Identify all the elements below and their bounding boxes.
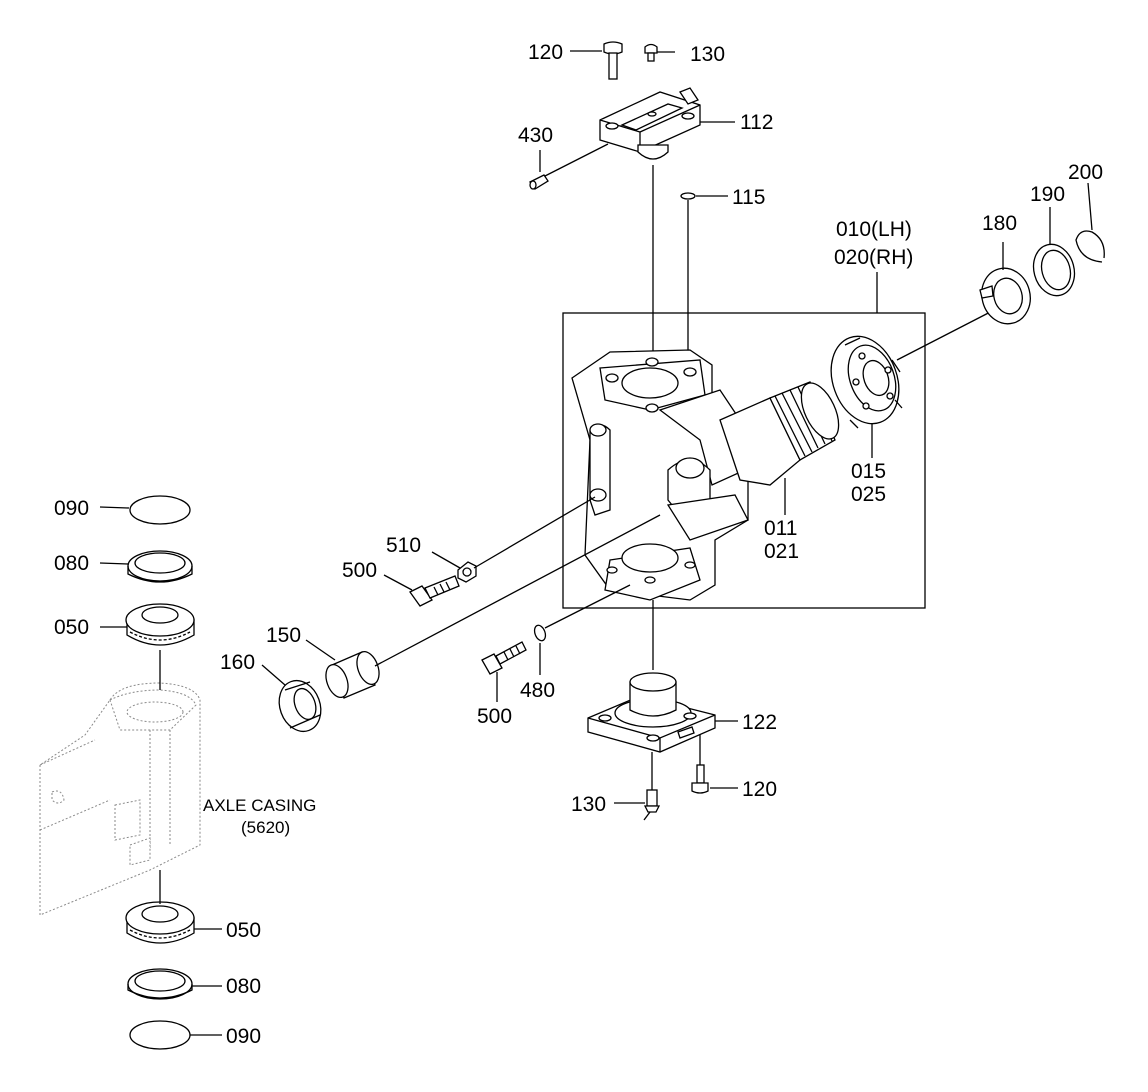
label-090-top: 090 <box>54 497 89 520</box>
label-500-left: 500 <box>342 559 377 582</box>
snap-ring-200 <box>1075 230 1105 263</box>
bolt-500-left <box>409 575 460 607</box>
label-080-bottom: 080 <box>226 975 261 998</box>
label-011: 011 <box>764 517 797 540</box>
ring-080-top <box>127 550 193 583</box>
label-190: 190 <box>1030 183 1065 206</box>
king-pin-cap-112 <box>599 87 701 160</box>
label-130-top: 130 <box>690 43 725 66</box>
o-ring-115 <box>680 192 696 200</box>
label-015: 015 <box>851 460 886 483</box>
label-130-bottom: 130 <box>571 793 606 816</box>
bearing-050-bottom <box>125 901 195 944</box>
label-021: 021 <box>764 540 799 563</box>
label-150: 150 <box>266 624 301 647</box>
o-ring-090-top <box>129 495 191 525</box>
lock-washer-180 <box>979 267 1031 325</box>
label-480: 480 <box>520 679 555 702</box>
label-122: 122 <box>742 711 777 734</box>
label-500-mid: 500 <box>477 705 512 728</box>
axle-casing-code: (5620) <box>241 818 290 837</box>
bolt-120-bottom <box>691 764 709 794</box>
washer-480 <box>533 624 547 642</box>
bolt-500-mid <box>481 641 527 675</box>
lower-cap-122 <box>587 672 716 753</box>
label-160: 160 <box>220 651 255 674</box>
o-ring-090-bottom <box>129 1020 191 1050</box>
axle-casing-title: AXLE CASING <box>203 796 316 815</box>
label-020-rh: 020(RH) <box>834 246 913 269</box>
label-200: 200 <box>1068 161 1103 184</box>
label-510: 510 <box>386 534 421 557</box>
nut-510 <box>457 561 477 583</box>
label-115: 115 <box>732 186 765 209</box>
bushing-150 <box>325 651 380 699</box>
pin-430 <box>529 174 549 190</box>
label-050-top: 050 <box>54 616 89 639</box>
label-025: 025 <box>851 483 886 506</box>
label-010-lh: 010(LH) <box>836 218 912 241</box>
drive-flange-015 <box>830 335 903 429</box>
axle-casing <box>39 682 201 916</box>
label-112: 112 <box>740 111 773 134</box>
label-080-top: 080 <box>54 552 89 575</box>
steering-knuckle-011 <box>571 349 840 601</box>
seal-160 <box>278 679 322 733</box>
label-090-bottom: 090 <box>226 1025 261 1048</box>
label-120-top: 120 <box>528 41 563 64</box>
label-430: 430 <box>518 124 553 147</box>
label-050-bottom: 050 <box>226 919 261 942</box>
bearing-050-top <box>125 603 195 646</box>
nut-190 <box>1032 243 1076 297</box>
knuckle-group-frame <box>562 312 926 609</box>
ring-080-bottom <box>127 968 193 1000</box>
label-120-bottom: 120 <box>742 778 777 801</box>
grease-nipple-130-bottom <box>643 789 661 821</box>
grease-nipple-130-top <box>644 43 658 62</box>
label-180: 180 <box>982 212 1017 235</box>
bolt-120-top <box>603 41 623 80</box>
